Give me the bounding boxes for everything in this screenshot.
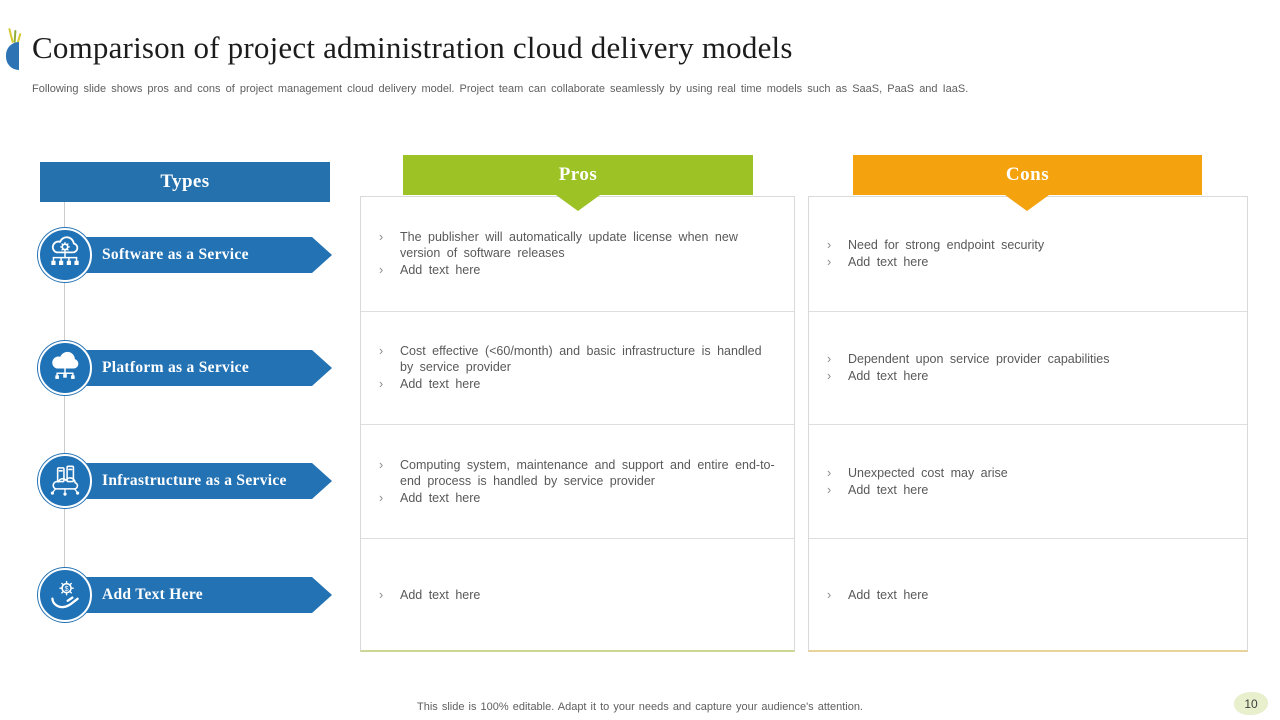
bullet-icon: › bbox=[827, 369, 832, 384]
types-column-header: Types bbox=[40, 162, 330, 202]
bullet-icon: › bbox=[827, 238, 832, 253]
page-number-badge: 10 bbox=[1234, 692, 1268, 715]
type-item-saas[interactable]: Software as a Service bbox=[38, 228, 334, 282]
pros-row-saas[interactable]: ›The publisher will automatically update… bbox=[361, 197, 794, 311]
type-item-add-text[interactable]: Add Text Here $ bbox=[38, 568, 334, 622]
bullet-icon: › bbox=[827, 255, 832, 270]
cloud-network-icon bbox=[38, 341, 92, 395]
pros-pointer-icon bbox=[556, 195, 600, 211]
type-label-banner[interactable]: Platform as a Service bbox=[60, 350, 332, 386]
page-title: Comparison of project administration clo… bbox=[32, 30, 793, 65]
pros-row-paas[interactable]: ›Cost effective (<60/month) and basic in… bbox=[361, 310, 794, 425]
bullet-icon: › bbox=[379, 490, 384, 505]
bullet-icon: › bbox=[379, 377, 384, 392]
logo-halfmoon-icon bbox=[6, 42, 19, 70]
bullet-icon: › bbox=[379, 344, 384, 359]
bullet-item: ›Dependent upon service provider capabil… bbox=[827, 352, 1110, 367]
cons-table: ›Need for strong endpoint security ›Add … bbox=[808, 196, 1248, 652]
bullet-item: ›The publisher will automatically update… bbox=[379, 230, 738, 261]
bullet-item: ›Add text here bbox=[379, 490, 481, 505]
page-subtitle: Following slide shows pros and cons of p… bbox=[32, 83, 969, 95]
bullet-item: ›Cost effective (<60/month) and basic in… bbox=[379, 344, 762, 375]
pros-row-add-text[interactable]: ›Add text here bbox=[361, 537, 794, 652]
bullet-item: ›Computing system, maintenance and suppo… bbox=[379, 457, 775, 488]
bullet-item: ›Add text here bbox=[827, 369, 929, 384]
bullet-item: ›Need for strong endpoint security bbox=[827, 238, 1045, 253]
bullet-item: ›Add text here bbox=[379, 377, 481, 392]
pros-table: ›The publisher will automatically update… bbox=[360, 196, 795, 652]
cons-row-iaas[interactable]: ›Unexpected cost may arise ›Add text her… bbox=[809, 424, 1247, 538]
bullet-item: ›Unexpected cost may arise bbox=[827, 465, 1008, 480]
cons-row-paas[interactable]: ›Dependent upon service provider capabil… bbox=[809, 310, 1247, 425]
cons-row-saas[interactable]: ›Need for strong endpoint security ›Add … bbox=[809, 197, 1247, 311]
bullet-item: ›Add text here bbox=[827, 482, 929, 497]
cons-column-header: Cons bbox=[853, 155, 1202, 195]
cons-pointer-icon bbox=[1005, 195, 1049, 211]
bullet-item: ›Add text here bbox=[379, 263, 481, 278]
brand-logo-icon bbox=[6, 27, 40, 74]
bullet-icon: › bbox=[379, 263, 384, 278]
pros-column-header: Pros bbox=[403, 155, 753, 195]
connector-line bbox=[64, 202, 65, 622]
bullet-icon: › bbox=[379, 587, 384, 602]
cons-row-add-text[interactable]: ›Add text here bbox=[809, 537, 1247, 652]
bullet-icon: › bbox=[379, 457, 384, 472]
hand-gear-dollar-icon: $ bbox=[38, 568, 92, 622]
servers-network-icon bbox=[38, 454, 92, 508]
editable-note: This slide is 100% editable. Adapt it to… bbox=[417, 701, 863, 713]
type-item-paas[interactable]: Platform as a Service bbox=[38, 341, 334, 395]
bullet-icon: › bbox=[827, 482, 832, 497]
bullet-item: ›Add text here bbox=[827, 255, 929, 270]
bullet-icon: › bbox=[827, 465, 832, 480]
cloud-gear-network-icon bbox=[38, 228, 92, 282]
bullet-icon: › bbox=[379, 230, 384, 245]
bullet-item: ›Add text here bbox=[379, 587, 481, 602]
type-label-banner[interactable]: Software as a Service bbox=[60, 237, 332, 273]
svg-text:$: $ bbox=[65, 584, 69, 593]
bullet-icon: › bbox=[827, 587, 832, 602]
type-label-banner[interactable]: Add Text Here bbox=[60, 577, 332, 613]
bullet-item: ›Add text here bbox=[827, 587, 929, 602]
type-item-iaas[interactable]: Infrastructure as a Service bbox=[38, 454, 334, 508]
type-label-banner[interactable]: Infrastructure as a Service bbox=[60, 463, 332, 499]
bullet-icon: › bbox=[827, 352, 832, 367]
pros-row-iaas[interactable]: ›Computing system, maintenance and suppo… bbox=[361, 424, 794, 538]
